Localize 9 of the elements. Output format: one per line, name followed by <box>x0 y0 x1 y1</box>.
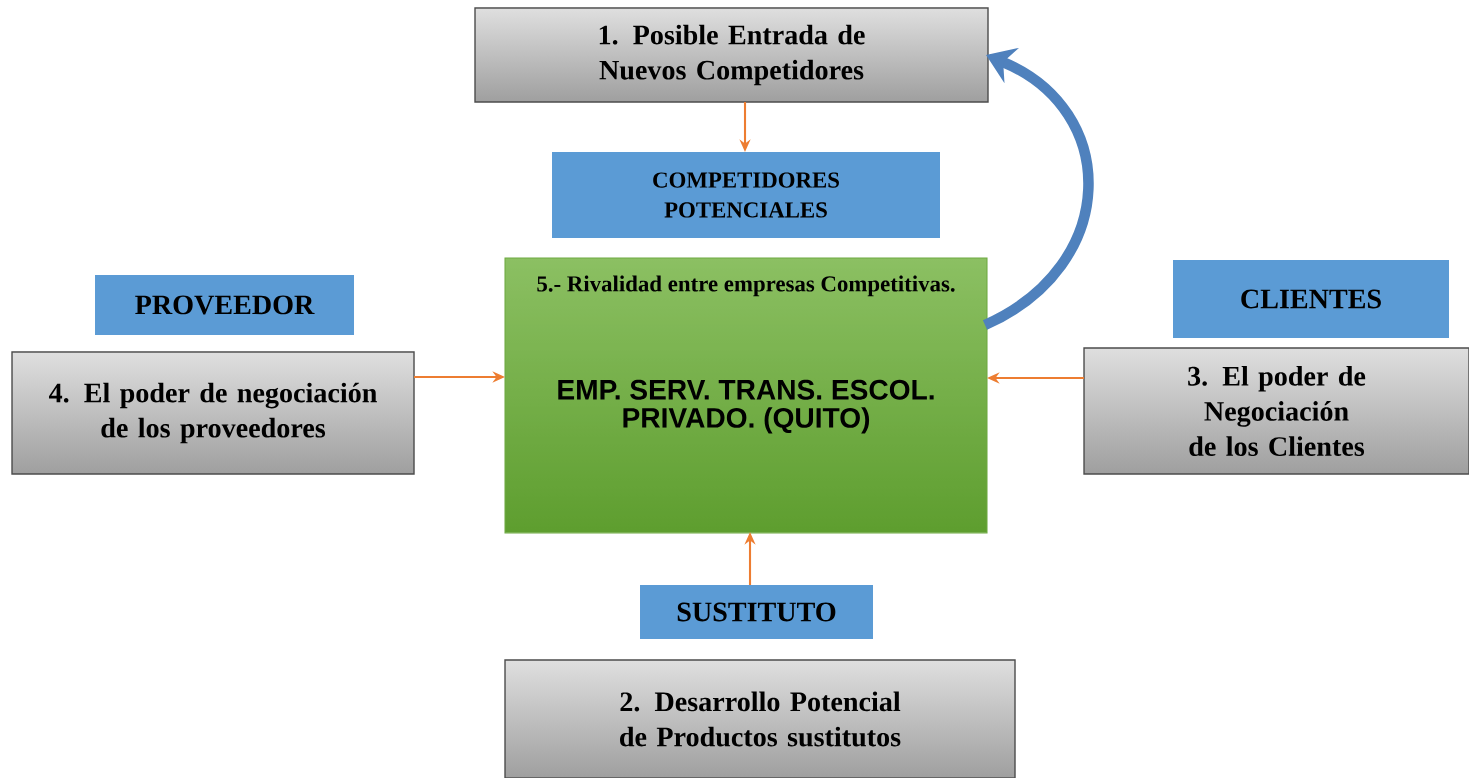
label-box: SUSTITUTO <box>640 585 873 639</box>
label-box: PROVEEDOR <box>95 275 354 335</box>
rivalry-box: 5.- Rivalidad entre empresas Competitivas. EMP. SERV. TRANS. ESCOL. PRIVADO. (QUITO) <box>504 257 988 534</box>
label-box: CLIENTES <box>1173 260 1449 338</box>
force-box: 1. Posible Entrada de Nuevos Competidores <box>474 7 989 103</box>
force-box: 2. Desarrollo Potencial de Productos sustitutos <box>504 659 1016 778</box>
force-box: 3. El poder de Negociación de los Clientes <box>1083 347 1469 475</box>
force-box: 4. El poder de negociación de los proveedores <box>11 351 415 475</box>
label-box: COMPETIDORES POTENCIALES <box>552 152 940 238</box>
